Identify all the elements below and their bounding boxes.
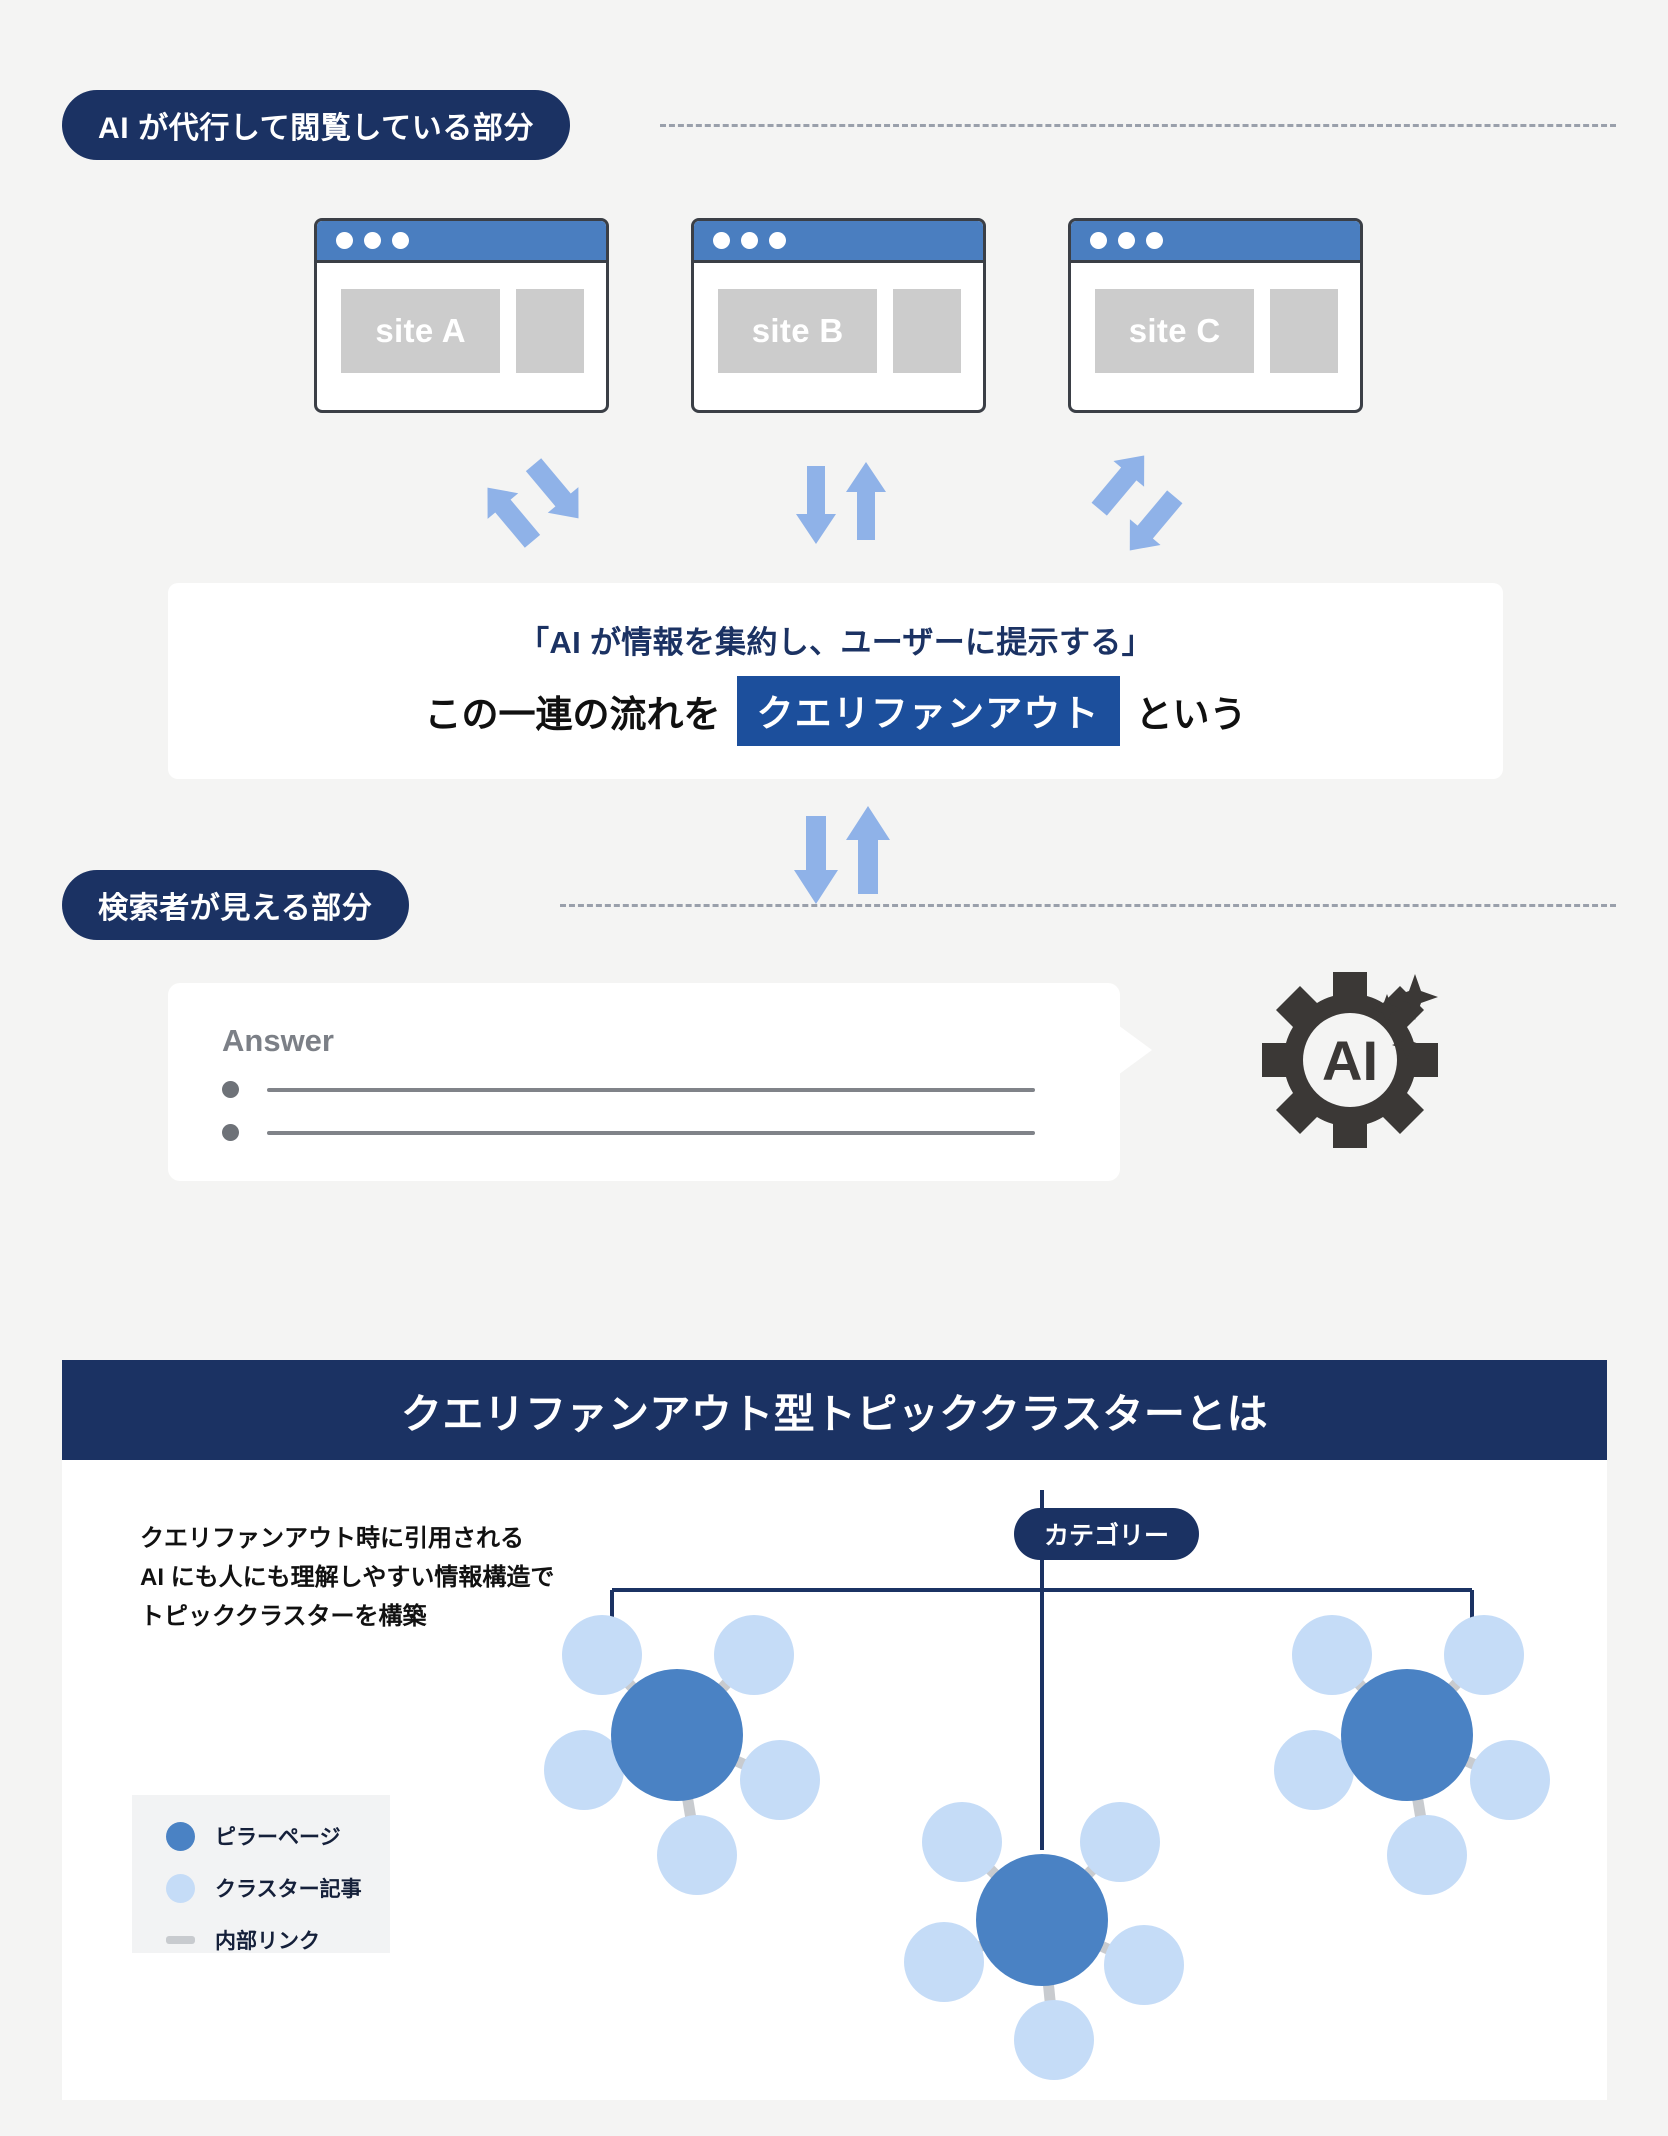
- badge-ai-browsing: AI が代行して閲覧している部分: [62, 90, 571, 160]
- legend-item-cluster: クラスター記事: [166, 1873, 390, 1903]
- statement-card: 「AI が情報を集約し、ユーザーに提示する」 この一連の流れを クエリファンアウ…: [168, 583, 1503, 779]
- ai-gear-icon: AI: [1262, 972, 1438, 1148]
- window-dot-icon: [1090, 232, 1107, 249]
- content-placeholder-block: [1270, 289, 1338, 373]
- topic-cluster-diagram: [544, 1490, 1550, 2080]
- window-dot-icon: [1146, 232, 1163, 249]
- answer-card: Answer: [168, 983, 1152, 1181]
- content-placeholder-block: [893, 289, 961, 373]
- badge-category: カテゴリー: [1014, 1508, 1200, 1560]
- dashed-divider-top: [660, 124, 1616, 127]
- statement-prefix: この一連の流れを: [424, 693, 721, 735]
- browser-window-site-a: site A: [314, 218, 609, 413]
- cluster-node: [1292, 1615, 1372, 1695]
- answer-bullet-row: [222, 1081, 1072, 1098]
- window-dot-icon: [713, 232, 730, 249]
- speech-bubble-tail: [1118, 1025, 1152, 1075]
- description-line: AI にも人にも理解しやすい情報構造で: [140, 1563, 555, 1591]
- window-dot-icon: [392, 232, 409, 249]
- window-dot-icon: [364, 232, 381, 249]
- answer-bullet-row: [222, 1124, 1072, 1141]
- cluster-group-left: [544, 1615, 820, 1895]
- legend: ピラーページ クラスター記事 内部リンク: [132, 1795, 390, 1953]
- cluster-node: [1014, 2000, 1094, 2080]
- cluster-node: [1080, 1802, 1160, 1882]
- description-line: トピッククラスターを構築: [140, 1602, 427, 1630]
- dashed-divider-bottom: [560, 904, 1616, 907]
- browser-content: site B: [694, 263, 983, 373]
- content-placeholder-block: [516, 289, 584, 373]
- browser-titlebar: [1071, 221, 1360, 263]
- panel-description: クエリファンアウト時に引用される AI にも人にも理解しやすい情報構造で トピッ…: [140, 1520, 554, 1637]
- pillar-node: [611, 1669, 743, 1801]
- legend-item-pillar: ピラーページ: [166, 1821, 390, 1851]
- window-dot-icon: [769, 232, 786, 249]
- bidirectional-arrow-icon: [487, 458, 579, 548]
- highlighted-term: クエリファンアウト: [736, 675, 1120, 746]
- browser-content: site A: [317, 263, 606, 373]
- window-dot-icon: [741, 232, 758, 249]
- legend-label: クラスター記事: [215, 1878, 362, 1901]
- badge-searcher-visible: 検索者が見える部分: [62, 870, 409, 940]
- internal-link-swatch-icon: [166, 1936, 195, 1944]
- topic-cluster-panel: クエリファンアウト型トピッククラスターとは クエリファンアウト時に引用される A…: [62, 1360, 1607, 2100]
- cluster-node: [1470, 1740, 1550, 1820]
- cluster-node: [740, 1740, 820, 1820]
- site-label: site C: [1095, 289, 1255, 373]
- browser-titlebar: [694, 221, 983, 263]
- legend-label: ピラーページ: [215, 1826, 341, 1849]
- cluster-group-center: [904, 1802, 1184, 2080]
- legend-item-link: 内部リンク: [166, 1925, 390, 1955]
- cluster-node: [562, 1615, 642, 1695]
- cluster-group-right: [1274, 1615, 1550, 1895]
- browser-titlebar: [317, 221, 606, 263]
- answer-text-placeholder: [267, 1087, 1035, 1092]
- statement-line-1: 「AI が情報を集約し、ユーザーに提示する」: [518, 624, 1153, 660]
- browser-window-site-c: site C: [1068, 218, 1363, 413]
- bidirectional-arrow-icon: [796, 462, 886, 544]
- cluster-node: [922, 1802, 1002, 1882]
- window-dot-icon: [1118, 232, 1135, 249]
- site-label: site B: [718, 289, 878, 373]
- bullet-icon: [222, 1124, 239, 1141]
- bidirectional-arrow-icon: [794, 806, 890, 904]
- cluster-node: [544, 1730, 624, 1810]
- ai-icon-text: AI: [1322, 1029, 1378, 1092]
- legend-label: 内部リンク: [215, 1930, 320, 1953]
- browser-window-site-b: site B: [691, 218, 986, 413]
- answer-label: Answer: [222, 1023, 334, 1058]
- cluster-node: [1444, 1615, 1524, 1695]
- cluster-node-swatch-icon: [166, 1873, 195, 1903]
- browser-content: site C: [1071, 263, 1360, 373]
- cluster-node: [1104, 1925, 1184, 2005]
- bullet-icon: [222, 1081, 239, 1098]
- site-label: site A: [341, 289, 501, 373]
- cluster-node: [714, 1615, 794, 1695]
- pillar-node: [1341, 1669, 1473, 1801]
- description-line: クエリファンアウト時に引用される: [140, 1525, 524, 1552]
- answer-text-placeholder: [267, 1130, 1035, 1135]
- cluster-node: [1274, 1730, 1354, 1810]
- pillar-node-swatch-icon: [166, 1821, 195, 1851]
- statement-suffix: という: [1135, 693, 1247, 735]
- cluster-node: [657, 1815, 737, 1895]
- pillar-node: [976, 1854, 1108, 1986]
- bidirectional-arrow-icon: [1091, 455, 1183, 551]
- cluster-node: [904, 1922, 984, 2002]
- window-dot-icon: [336, 232, 353, 249]
- statement-line-2: この一連の流れを クエリファンアウト という: [424, 675, 1247, 746]
- panel-title: クエリファンアウト型トピッククラスターとは: [62, 1360, 1607, 1460]
- cluster-node: [1387, 1815, 1467, 1895]
